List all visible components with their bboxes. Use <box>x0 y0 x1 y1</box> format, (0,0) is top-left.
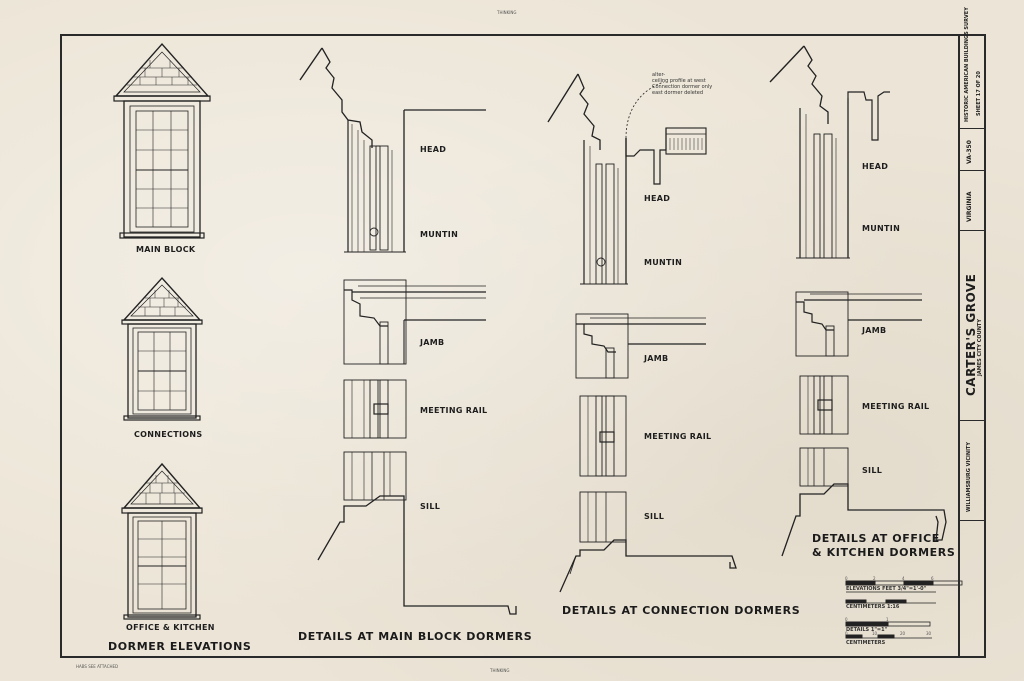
main-jamb-label: JAMB <box>420 338 445 347</box>
scale-tick-6: 6 <box>931 576 934 581</box>
label-office-kitchen: OFFICE & KITCHEN <box>126 623 215 632</box>
locality-name: WILLIAMSBURG VICINITY <box>966 442 972 512</box>
main-muntin-label: MUNTIN <box>420 230 459 239</box>
main-head-label: HEAD <box>420 145 447 154</box>
main-block-jamb-detail <box>343 279 486 365</box>
county-name: JAMES CITY COUNTY <box>977 319 983 376</box>
scale-centimeters-label-1: CENTIMETERS 1:16 <box>846 604 900 610</box>
scale-bar-elevations <box>845 580 963 604</box>
connection-sill-detail <box>559 491 737 593</box>
office-sill-label: SILL <box>862 466 883 475</box>
sheet-number: SHEET 17 OF 20 <box>976 71 982 116</box>
connection-jamb-label: JAMB <box>644 354 669 363</box>
connection-meeting-rail-label: MEETING RAIL <box>644 432 712 441</box>
scale-tick-2: 2 <box>873 576 876 581</box>
project-title: CARTER'S GROVE <box>964 273 978 396</box>
habs-number: VA-350 <box>966 140 973 164</box>
connection-ceiling-note: alter- ceiling profile at west Connectio… <box>652 72 713 96</box>
cm-tick-30: 30 <box>926 631 932 636</box>
office-details-title-line2: & KITCHEN DORMERS <box>812 546 956 559</box>
connection-muntin-label: MUNTIN <box>644 258 683 267</box>
bottom-tiny-label: THINKING <box>490 668 510 673</box>
dormer-elevation-main-block <box>113 42 211 239</box>
dormer-elevation-connections <box>121 276 203 421</box>
scale-elevations-label: ELEVATIONS FEET 3/4"=1'-0" <box>846 586 927 592</box>
main-sill-label: SILL <box>420 502 441 511</box>
connection-jamb-detail <box>575 313 706 379</box>
title-block-border <box>958 36 960 656</box>
main-meeting-rail-label: MEETING RAIL <box>420 406 488 415</box>
office-details-title-line1: DETAILS AT OFFICE <box>812 532 940 545</box>
office-jamb-detail <box>795 291 922 357</box>
scale-centimeters-label-2: CENTIMETERS <box>846 640 886 646</box>
main-block-sill-detail <box>317 451 517 615</box>
office-head-detail <box>769 45 890 259</box>
top-tiny-label: THINKING <box>497 10 517 15</box>
cm-tick-20: 20 <box>900 631 906 636</box>
connection-meeting-rail-detail <box>579 395 627 477</box>
survey-name: HISTORIC AMERICAN BUILDINGS SURVEY <box>964 7 970 122</box>
office-muntin-label: MUNTIN <box>862 224 901 233</box>
connection-sill-label: SILL <box>644 512 665 521</box>
connection-details-title: DETAILS AT CONNECTION DORMERS <box>562 604 801 617</box>
office-head-label: HEAD <box>862 162 889 171</box>
bottom-left-tiny: HABS SEE ATTACHED <box>76 664 119 669</box>
details-tick-0: 0 <box>845 617 848 622</box>
sheet-border <box>60 34 986 658</box>
main-block-head-detail <box>299 47 486 253</box>
office-meeting-rail-label: MEETING RAIL <box>862 402 930 411</box>
scale-details-label: DETAILS 1"=1" <box>846 627 888 633</box>
details-tick-1: 1 <box>886 617 889 622</box>
office-meeting-rail-detail <box>799 375 849 435</box>
scale-tick-0: 0 <box>845 576 848 581</box>
scale-bar-details <box>845 621 932 639</box>
connection-head-label: HEAD <box>644 194 671 203</box>
dormer-elevations-title: DORMER ELEVATIONS <box>108 640 252 653</box>
main-block-details-title: DETAILS AT MAIN BLOCK DORMERS <box>298 630 533 643</box>
dormer-elevation-office-kitchen <box>121 462 203 620</box>
label-main-block: MAIN BLOCK <box>136 245 196 254</box>
cm-tick-10: 10 <box>872 631 878 636</box>
main-block-meeting-rail-detail <box>343 379 407 439</box>
scale-tick-4: 4 <box>902 576 905 581</box>
cm-tick-0: 0 <box>845 631 848 636</box>
office-jamb-label: JAMB <box>862 326 887 335</box>
office-sill-detail <box>781 447 947 557</box>
state-name: VIRGINIA <box>966 191 973 222</box>
connection-head-detail <box>547 73 707 285</box>
label-connections: CONNECTIONS <box>134 430 203 439</box>
